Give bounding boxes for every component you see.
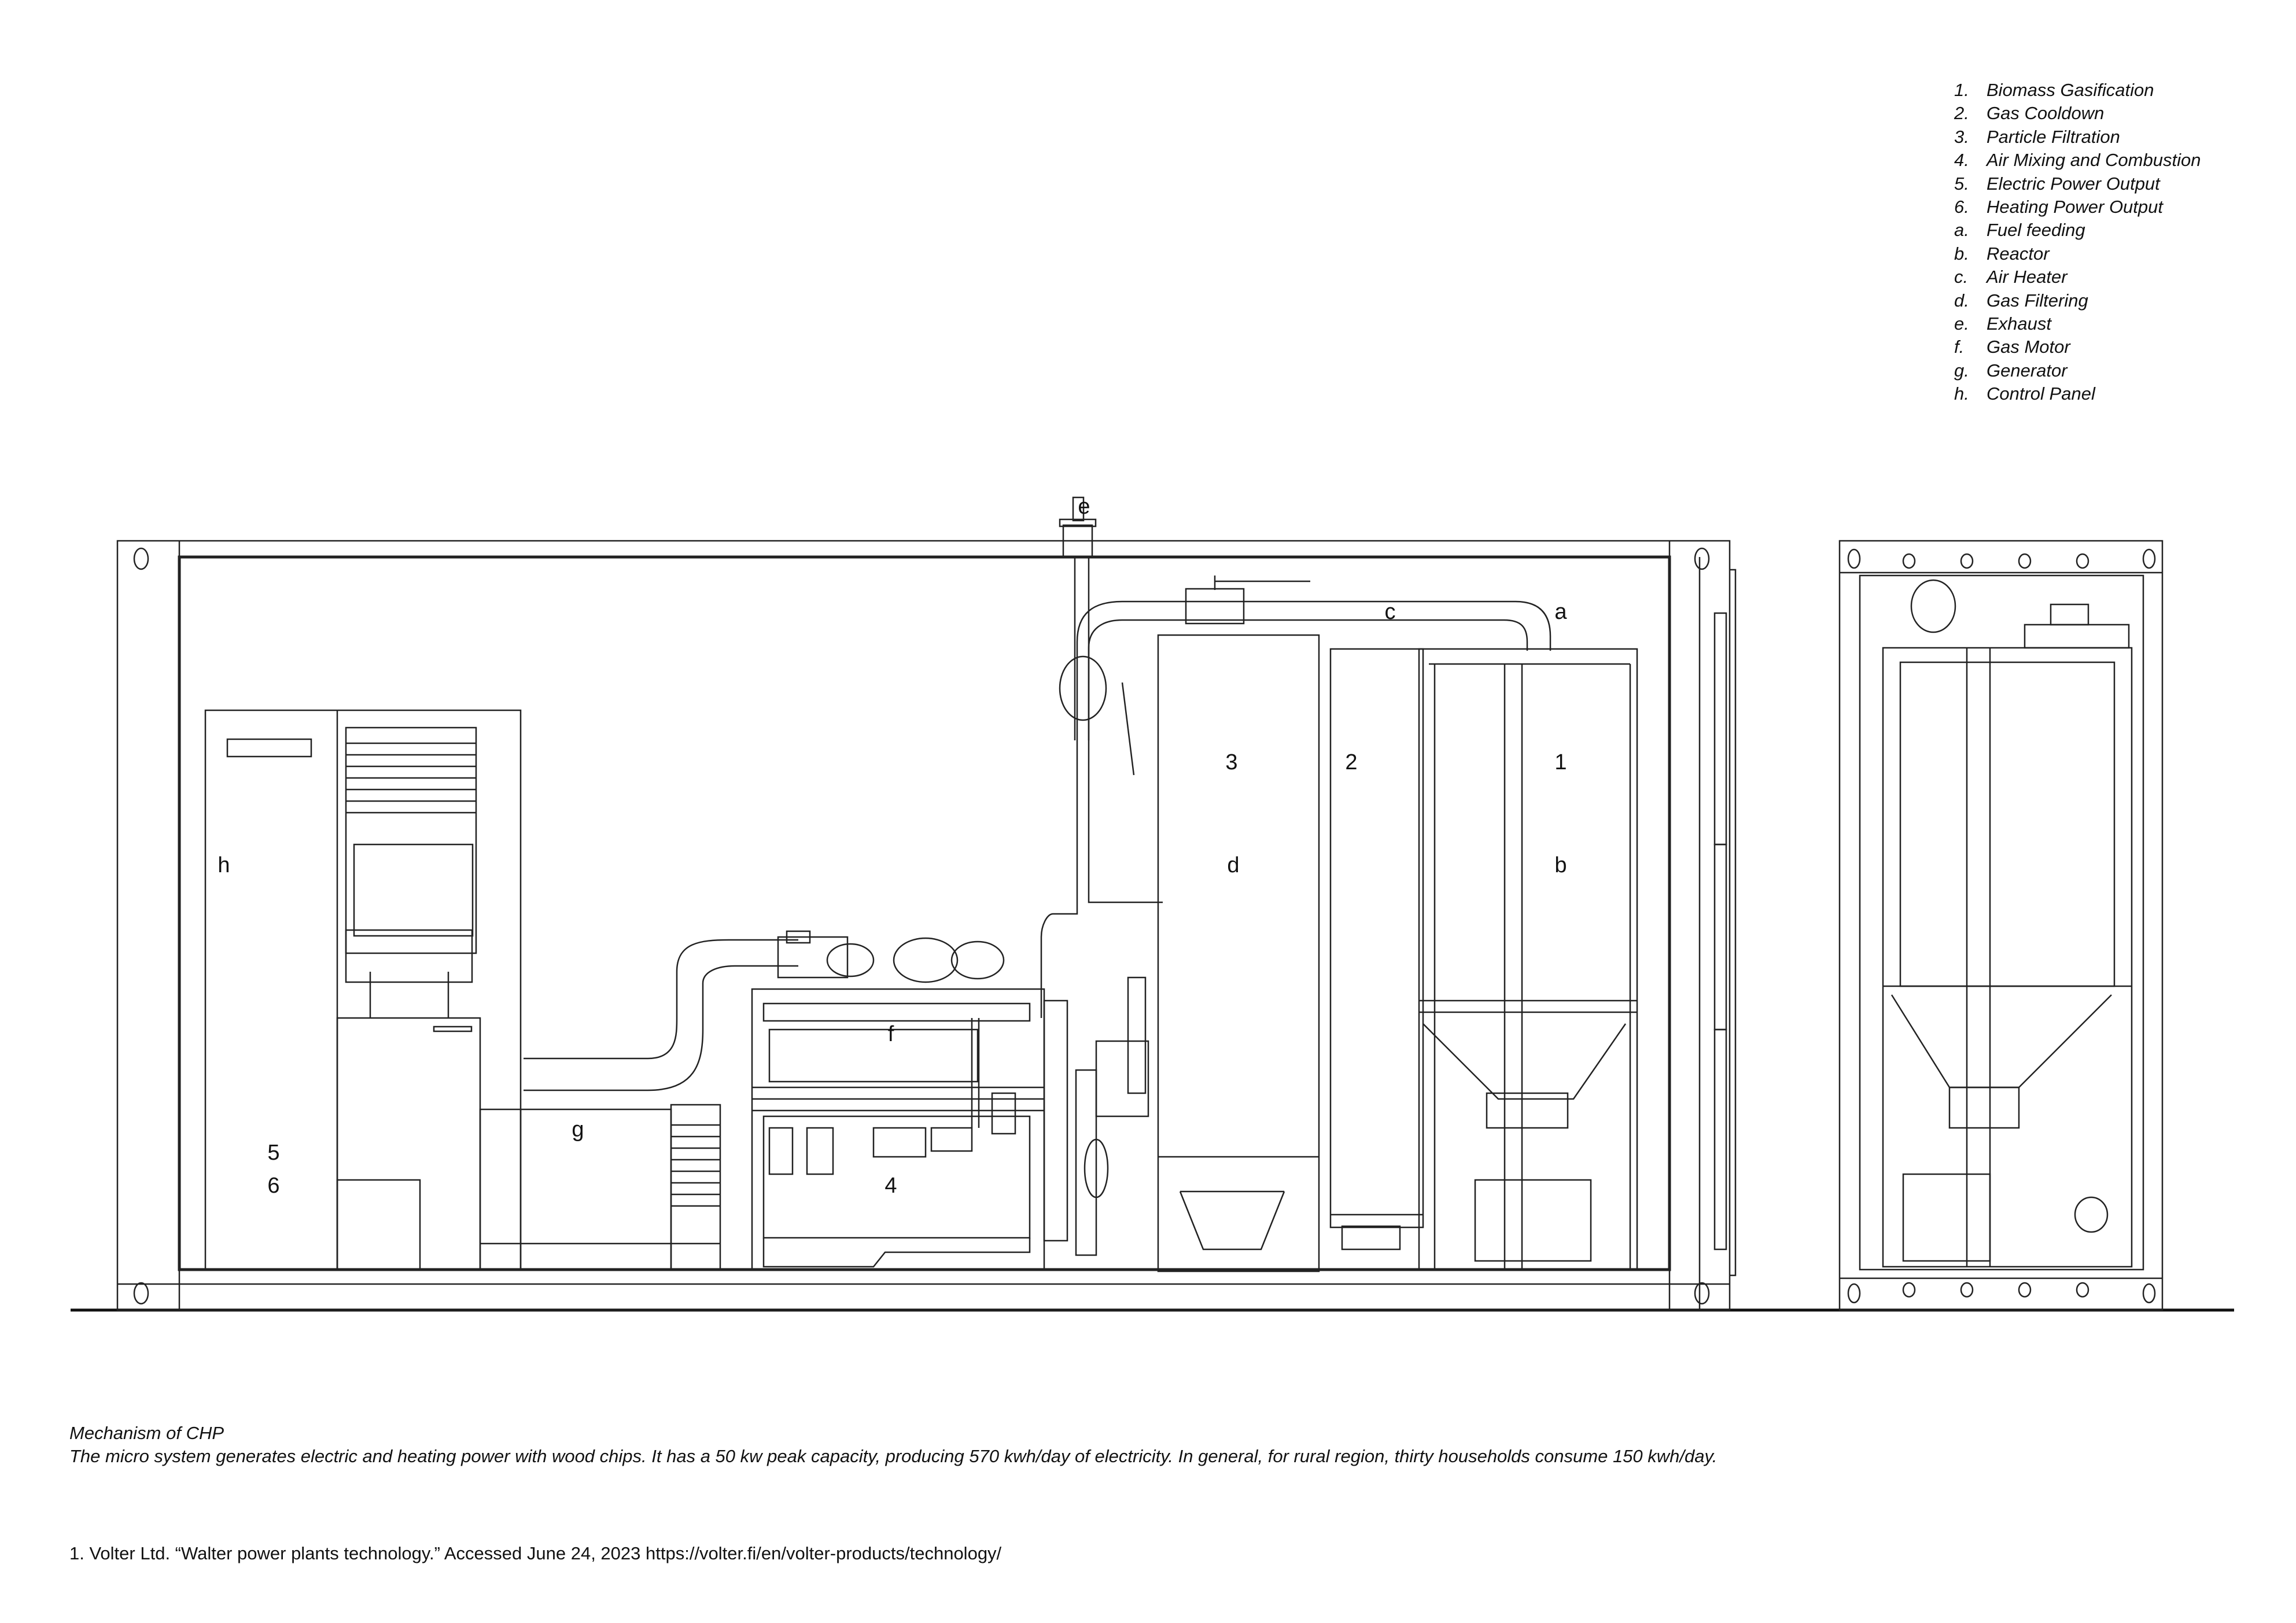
label-h: h [218, 853, 230, 877]
caption-title: Mechanism of CHP [69, 1423, 224, 1443]
particle-filter [1157, 634, 1320, 1272]
legend-key: 2. [1954, 103, 1969, 124]
legend-key: d. [1954, 290, 1969, 311]
legend-item: e. Exhaust [1954, 312, 2201, 335]
legend-text: Control Panel [1987, 383, 2095, 404]
legend-text: Gas Cooldown [1987, 103, 2105, 124]
gas-cooldown [1329, 648, 1424, 1251]
exhaust-pipe [524, 930, 1005, 1091]
legend-item: f. Gas Motor [1954, 335, 2201, 359]
legend-text: Biomass Gasification [1987, 80, 2154, 100]
legend-key: f. [1954, 337, 1965, 357]
legend-text: Air Mixing and Combustion [1987, 150, 2201, 171]
legend-item: b. Reactor [1954, 242, 2201, 265]
legend-item: a. Fuel feeding [1954, 219, 2201, 242]
legend-item: c. Air Heater [1954, 265, 2201, 289]
legend-key: a. [1954, 220, 1969, 241]
legend-text: Fuel feeding [1987, 220, 2085, 241]
gas-motor [751, 976, 1149, 1271]
container-side-view [116, 540, 1737, 1311]
legend-item: 1. Biomass Gasification [1954, 79, 2201, 102]
label-5: 5 [267, 1141, 279, 1165]
legend: 1. Biomass Gasification 2. Gas Cooldown 3.… [1954, 79, 2201, 406]
legend-text: Gas Filtering [1987, 290, 2088, 311]
legend-key: h. [1954, 383, 1969, 404]
legend-item: 3. Particle Filtration [1954, 126, 2201, 149]
legend-key: 4. [1954, 150, 1969, 171]
label-6: 6 [267, 1174, 279, 1198]
figure-caption: Mechanism of CHP The micro system genera… [69, 1422, 1717, 1468]
label-1: 1 [1554, 750, 1567, 774]
control-panel [204, 709, 522, 1271]
reactor [1418, 648, 1638, 1271]
label-d: d [1227, 853, 1239, 877]
legend-text: Exhaust [1987, 313, 2052, 334]
legend-key: 1. [1954, 80, 1969, 100]
legend-key: g. [1954, 360, 1969, 381]
label-e: e [1078, 495, 1090, 519]
label-c: c [1385, 600, 1396, 624]
legend-text: Particle Filtration [1987, 126, 2120, 147]
label-b: b [1554, 853, 1567, 877]
gas-pipe [1040, 576, 1551, 1018]
legend-item: h. Control Panel [1954, 382, 2201, 405]
label-f: f [888, 1022, 894, 1046]
legend-item: 5. Electric Power Output [1954, 172, 2201, 196]
legend-key: b. [1954, 243, 1969, 264]
footnote: 1. Volter Ltd. “Walter power plants tech… [69, 1543, 1002, 1563]
label-a: a [1554, 600, 1567, 624]
legend-key: 3. [1954, 126, 1969, 147]
legend-text: Heating Power Output [1987, 197, 2164, 217]
legend-text: Electric Power Output [1987, 173, 2160, 194]
label-4: 4 [885, 1174, 897, 1198]
legend-key: 6. [1954, 197, 1969, 217]
label-3: 3 [1225, 750, 1237, 774]
label-g: g [572, 1117, 584, 1142]
generator [479, 1104, 721, 1271]
legend-text: Generator [1987, 360, 2067, 381]
legend-text: Reactor [1987, 243, 2050, 264]
label-2: 2 [1345, 750, 1357, 774]
legend-item: 2. Gas Cooldown [1954, 102, 2201, 125]
legend-text: Air Heater [1987, 267, 2067, 287]
legend-key: e. [1954, 313, 1969, 334]
container-end-view [1838, 540, 2164, 1311]
legend-item: 4. Air Mixing and Combustion [1954, 149, 2201, 172]
legend-key: 5. [1954, 173, 1969, 194]
legend-item: 6. Heating Power Output [1954, 196, 2201, 219]
legend-key: c. [1954, 267, 1969, 287]
caption-text: The micro system generates electric and … [69, 1446, 1718, 1466]
legend-item: d. Gas Filtering [1954, 289, 2201, 312]
legend-text: Gas Motor [1987, 337, 2070, 357]
legend-item: g. Generator [1954, 359, 2201, 382]
